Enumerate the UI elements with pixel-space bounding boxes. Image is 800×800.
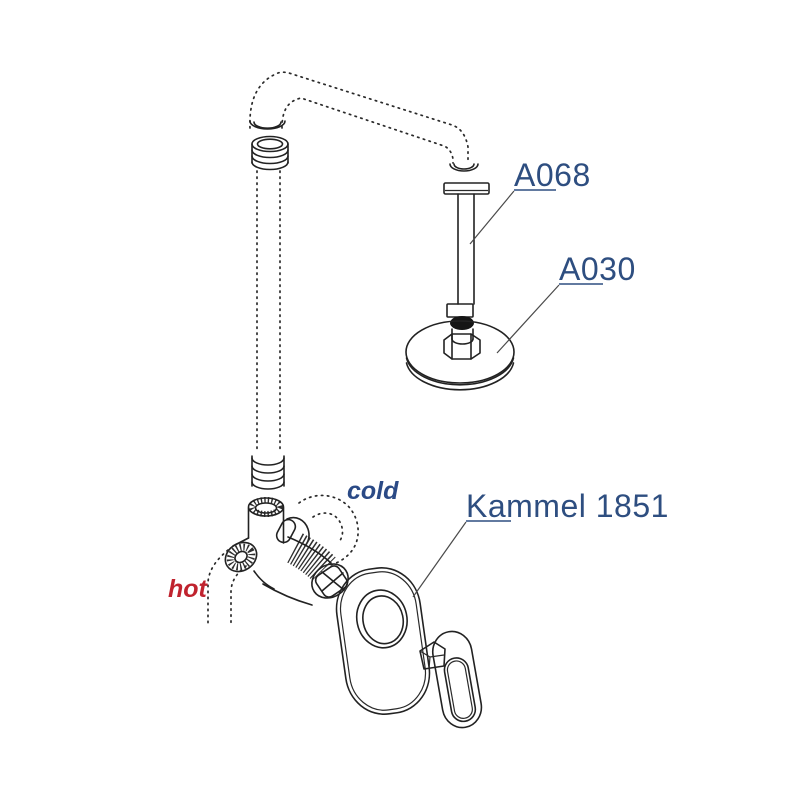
label-mixer-model: Kammel 1851 — [466, 488, 669, 524]
label-shower-head: A030 — [559, 251, 636, 287]
head-rim — [405, 362, 515, 391]
coupling-rim-inner — [256, 138, 284, 150]
head-rim — [405, 357, 515, 386]
trim-plate-hole — [355, 589, 408, 649]
valve-top-port-rim — [247, 497, 285, 517]
pipe-coupling — [251, 135, 289, 171]
arm-collar-arc — [451, 338, 474, 345]
valve-top-port-bore — [254, 502, 278, 514]
pipe-end-cap — [449, 163, 479, 172]
cold-pipe-arc — [298, 494, 359, 567]
cartridge-spline-slot — [321, 572, 344, 592]
pipe-end-threads — [251, 455, 285, 490]
pipe-end-cap — [453, 163, 475, 170]
hot-inlet-rim — [224, 541, 258, 573]
hot-pipe-line — [230, 565, 247, 627]
ceiling-shower-arm — [443, 182, 490, 360]
pipe-top-run — [249, 71, 479, 172]
pipe-end-cap — [253, 121, 282, 130]
hot-inlet-threads — [226, 543, 256, 571]
trim-plate-hole-recess — [362, 595, 405, 645]
concealed-pipe-riser — [256, 170, 281, 453]
cartridge-knurl — [287, 533, 336, 581]
trim-plate-edge — [339, 571, 427, 711]
handle-lever-recess — [443, 657, 477, 723]
cold-supply-dashed — [298, 494, 359, 567]
thread-arc — [251, 161, 289, 171]
thread-arc — [251, 457, 285, 466]
leader-a068 — [469, 190, 515, 245]
thread-arc — [251, 481, 285, 490]
thread-arc — [251, 149, 289, 159]
thread-arc — [251, 155, 289, 165]
leader-a030 — [496, 284, 560, 354]
arm-end-fitting — [446, 303, 474, 318]
trim-plate-outline — [335, 567, 431, 715]
arm-seal — [450, 316, 474, 330]
label-shower-arm: A068 — [514, 157, 591, 193]
label-hot: hot — [168, 575, 209, 603]
handle-stem-facet — [419, 650, 445, 670]
valve-body-contour — [253, 570, 275, 590]
arm-nut — [443, 333, 481, 360]
mixer-valve-body — [224, 497, 349, 606]
handle-stem — [419, 641, 446, 670]
pipe-elbow-left-outer — [249, 71, 469, 164]
thread-arc — [251, 465, 285, 474]
hot-inlet-bore — [234, 550, 248, 564]
label-cold: cold — [347, 477, 399, 505]
cold-pipe-arc-inner — [312, 512, 344, 544]
handle-lever-recess-inner — [446, 660, 473, 719]
handle-lever — [431, 630, 483, 729]
callout-lines — [412, 189, 603, 598]
handle-lever-outline — [431, 630, 483, 729]
valve-top-port-threads — [249, 497, 283, 517]
thread-arc — [251, 473, 285, 482]
ceiling-flange — [443, 182, 490, 195]
leader-kammel — [412, 521, 467, 598]
valve-body-tab — [275, 518, 297, 544]
cartridge-bottom-edge — [262, 583, 313, 606]
head-face — [405, 320, 515, 384]
cartridge-top-edge — [287, 536, 332, 564]
trim-plate — [335, 567, 431, 715]
valve-hot-inlet — [224, 541, 258, 573]
pipe-elbow-left-inner — [281, 97, 454, 164]
shower-head — [405, 320, 515, 391]
valve-cartridge — [262, 533, 349, 606]
handle — [419, 630, 483, 729]
